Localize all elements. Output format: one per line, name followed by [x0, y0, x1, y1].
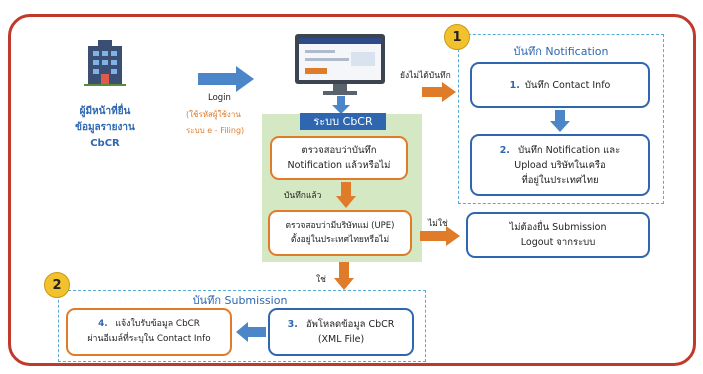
check-notification-line1: ตรวจสอบว่าบันทึก [301, 145, 377, 156]
arrow-not-recorded [422, 82, 456, 102]
submitter-label: ผู้มีหน้าที่ยื่น ข้อมูลรายงาน CbCR [62, 104, 148, 152]
badge-1: 1 [444, 24, 470, 50]
system-title-text: ระบบ CbCR [313, 115, 373, 128]
no-label: ไม่ใช่ [428, 219, 448, 229]
step3-line2: (XML File) [317, 334, 365, 345]
no-submission-line2: Logout จากระบบ [520, 237, 596, 248]
check-upe-line1: ตรวจสอบว่ามีบริษัทแม่ (UPE) [285, 221, 395, 231]
badge-2: 2 [44, 272, 70, 298]
step3-line1: อัพโหลดข้อมูล CbCR [305, 319, 395, 330]
step2-num: 2. [499, 144, 511, 156]
left-arrow-step3 [236, 322, 266, 342]
login-arrow [198, 66, 254, 92]
building-icon [84, 40, 126, 86]
down-arrow-monitor [332, 96, 350, 114]
arrow-no [420, 226, 460, 246]
step1-box: 1. บันทึก Contact Info [470, 62, 650, 108]
check-notification-box: ตรวจสอบว่าบันทึก Notification แล้วหรือไม… [270, 136, 408, 180]
step4-line1: แจ้งใบรับข้อมูล CbCR [115, 319, 200, 329]
yes-label: ใช่ [316, 275, 326, 285]
submission-group [58, 290, 426, 362]
step4-line2: ผ่านอีเมล์ที่ระบุใน Contact Info [87, 334, 211, 344]
not-recorded-label: ยังไม่ได้บันทึก [400, 71, 451, 81]
recorded-label: บันทึกแล้ว [284, 191, 322, 201]
submission-group-title: บันทึก Submission [192, 294, 288, 307]
system-title: ระบบ CbCR [300, 113, 386, 130]
step4-num: 4. [98, 319, 108, 329]
down-arrow-recorded [336, 182, 356, 208]
step2-line1: บันทึก Notification และ [518, 144, 621, 156]
down-arrow-step1 [550, 110, 570, 132]
no-submission-box: ไม่ต้องยื่น Submission Logout จากระบบ [466, 212, 650, 258]
login-label: Login [208, 93, 231, 103]
step2-line1-row: 2. บันทึก Notification และ [500, 143, 620, 158]
step3-num: 3. [287, 319, 298, 330]
step3-box: 3. อัพโหลดข้อมูล CbCR (XML File) [268, 308, 414, 356]
submitter-line3: CbCR [90, 138, 120, 149]
step2-line3: ที่อยู่ในประเทศไทย [521, 174, 599, 186]
monitor-icon [295, 34, 385, 95]
notification-group-title: บันทึก Notification [513, 45, 609, 58]
check-notification-line2: Notification แล้วหรือไม่ [287, 160, 391, 171]
login-hint-2: ระบบ e - Filing) [186, 126, 245, 135]
down-arrow-yes [334, 262, 354, 290]
submitter-line2: ข้อมูลรายงาน [75, 122, 135, 133]
step2-box: 2. บันทึก Notification และ Upload บริษัท… [470, 134, 650, 196]
notification-group [458, 34, 664, 204]
check-upe-box: ตรวจสอบว่ามีบริษัทแม่ (UPE) ตั้งอยู่ในปร… [268, 210, 412, 256]
no-submission-line1: ไม่ต้องยื่น Submission [509, 222, 607, 233]
step1-num: 1. [509, 79, 520, 91]
submitter-line1: ผู้มีหน้าที่ยื่น [79, 106, 131, 117]
step4-box: 4. แจ้งใบรับข้อมูล CbCR ผ่านอีเมล์ที่ระบ… [66, 308, 232, 356]
login-hint-1: (ใช้รหัสผู้ใช้งาน [186, 110, 241, 119]
check-upe-line2: ตั้งอยู่ในประเทศไทยหรือไม่ [290, 235, 390, 245]
step3-line1-row: 3. อัพโหลดข้อมูล CbCR [288, 317, 395, 332]
step2-line2: Upload บริษัทในเครือ [514, 159, 606, 171]
step4-line1-row: 4. แจ้งใบรับข้อมูล CbCR [98, 317, 200, 332]
step1-text: บันทึก Contact Info [524, 79, 611, 91]
